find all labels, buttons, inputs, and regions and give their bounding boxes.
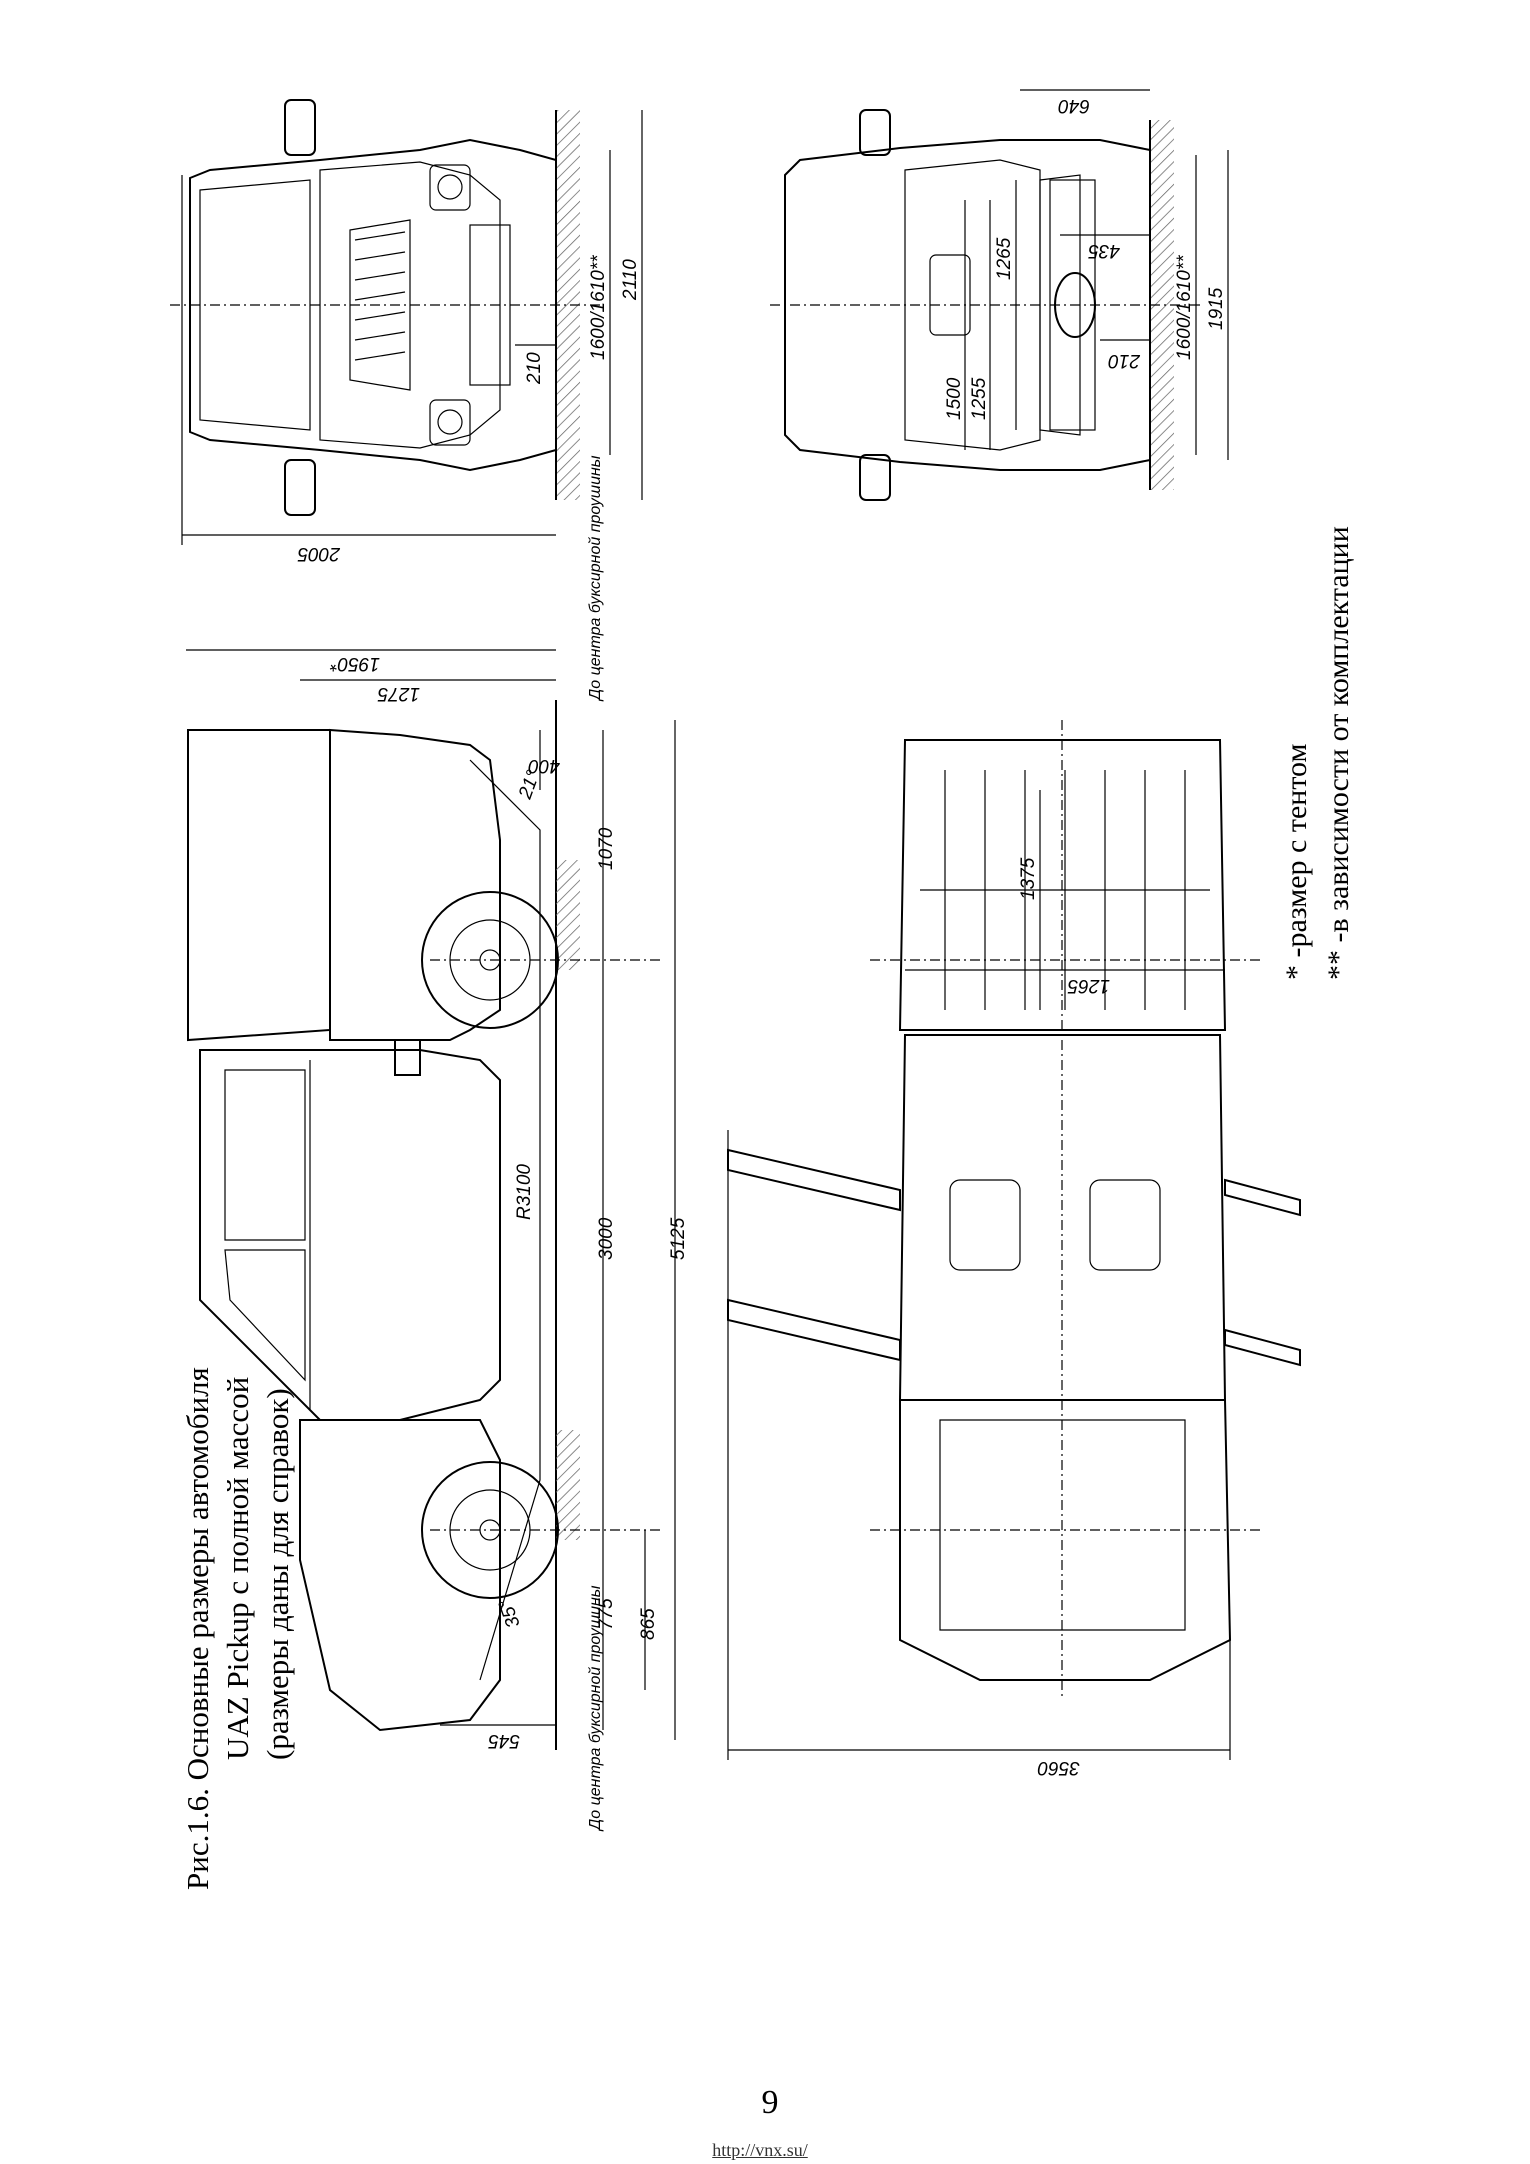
hood-top: [899, 1399, 1232, 1681]
rear-clearance: 210: [1108, 350, 1141, 371]
legend-note-1: * -размер с тентом: [1280, 744, 1313, 980]
side-front-overhang: 775: [596, 1598, 617, 1630]
caption-line-2: UAZ Pickup с полной массой: [220, 1377, 255, 1760]
front-width-overall: 2005: [297, 543, 341, 564]
footer-link[interactable]: http://vnx.su/: [712, 2140, 808, 2160]
rear-height-overall: 1915: [1206, 287, 1227, 330]
top-view: 1375 1265 3560: [727, 720, 1301, 1778]
side-wheelbase: 3000: [596, 1217, 617, 1260]
open-door-left-rear: [727, 1148, 901, 1212]
hood-outline: [299, 1419, 501, 1732]
open-door-left-front: [727, 1298, 901, 1362]
side-view: 1950* 1275 1070 400 21° 3000 5125 775 86…: [186, 455, 689, 1832]
top-bed-length: 1375: [1018, 857, 1039, 900]
front-clearance: 210: [524, 352, 545, 385]
caption-line-3: (размеры даны для справок): [260, 1388, 295, 1760]
side-turn-radius: R3100: [514, 1164, 535, 1220]
figure-caption: Рис.1.6. Основные размеры автомобиля UAZ…: [180, 1367, 295, 1890]
page-number: 9: [761, 2084, 779, 2121]
side-rear-overhang: 1070: [596, 827, 617, 870]
tow-note-top-text: До центра буксирной проушины: [587, 455, 604, 702]
front-track: 1600/1610**: [588, 255, 609, 360]
rear-view: 640 1915 1600/1610** 1265 1500 1255 435 …: [770, 89, 1229, 501]
tent-outline: [187, 729, 331, 1042]
legend: * -размер с тентом ** -в зависимости от …: [1280, 526, 1355, 980]
side-front-bottom: 545: [488, 1730, 520, 1751]
tow-note-bottom-text: До центра буксирной проушины: [587, 1585, 604, 1832]
tow-note-top: До центра буксирной проушины: [587, 455, 604, 702]
legend-note-2: ** -в зависимости от комплектации: [1322, 526, 1355, 980]
open-door-right-rear: [1224, 1178, 1301, 1217]
side-height-tent: 1950*: [330, 653, 380, 674]
front-view: 2005 2110 1600/1610** 210: [170, 99, 643, 564]
rear-track: 1600/1610**: [1174, 255, 1195, 360]
open-door-right-front: [1224, 1328, 1301, 1367]
bed-outline: [898, 739, 1227, 1031]
side-rear-top: 400: [528, 755, 560, 776]
top-width-doors-open: 3560: [1037, 1757, 1080, 1778]
rear-width-top: 640: [1058, 95, 1090, 116]
rear-dim-1255: 1255: [969, 377, 990, 420]
top-bed-width: 1265: [1067, 975, 1110, 996]
rear-dim-435: 435: [1088, 240, 1120, 261]
cab-outline: [199, 1049, 501, 1421]
front-height-overall: 2110: [620, 259, 641, 301]
caption-line-1: Рис.1.6. Основные размеры автомобиля: [180, 1367, 215, 1890]
tow-note-bottom: До центра буксирной проушины: [587, 1585, 604, 1832]
side-height-cab: 1275: [377, 683, 420, 704]
rear-dim-1500: 1500: [944, 377, 965, 420]
side-length-overall: 5125: [668, 1217, 689, 1260]
rear-bed-height: 1265: [994, 237, 1015, 280]
side-front-tow: 865: [638, 1608, 659, 1640]
